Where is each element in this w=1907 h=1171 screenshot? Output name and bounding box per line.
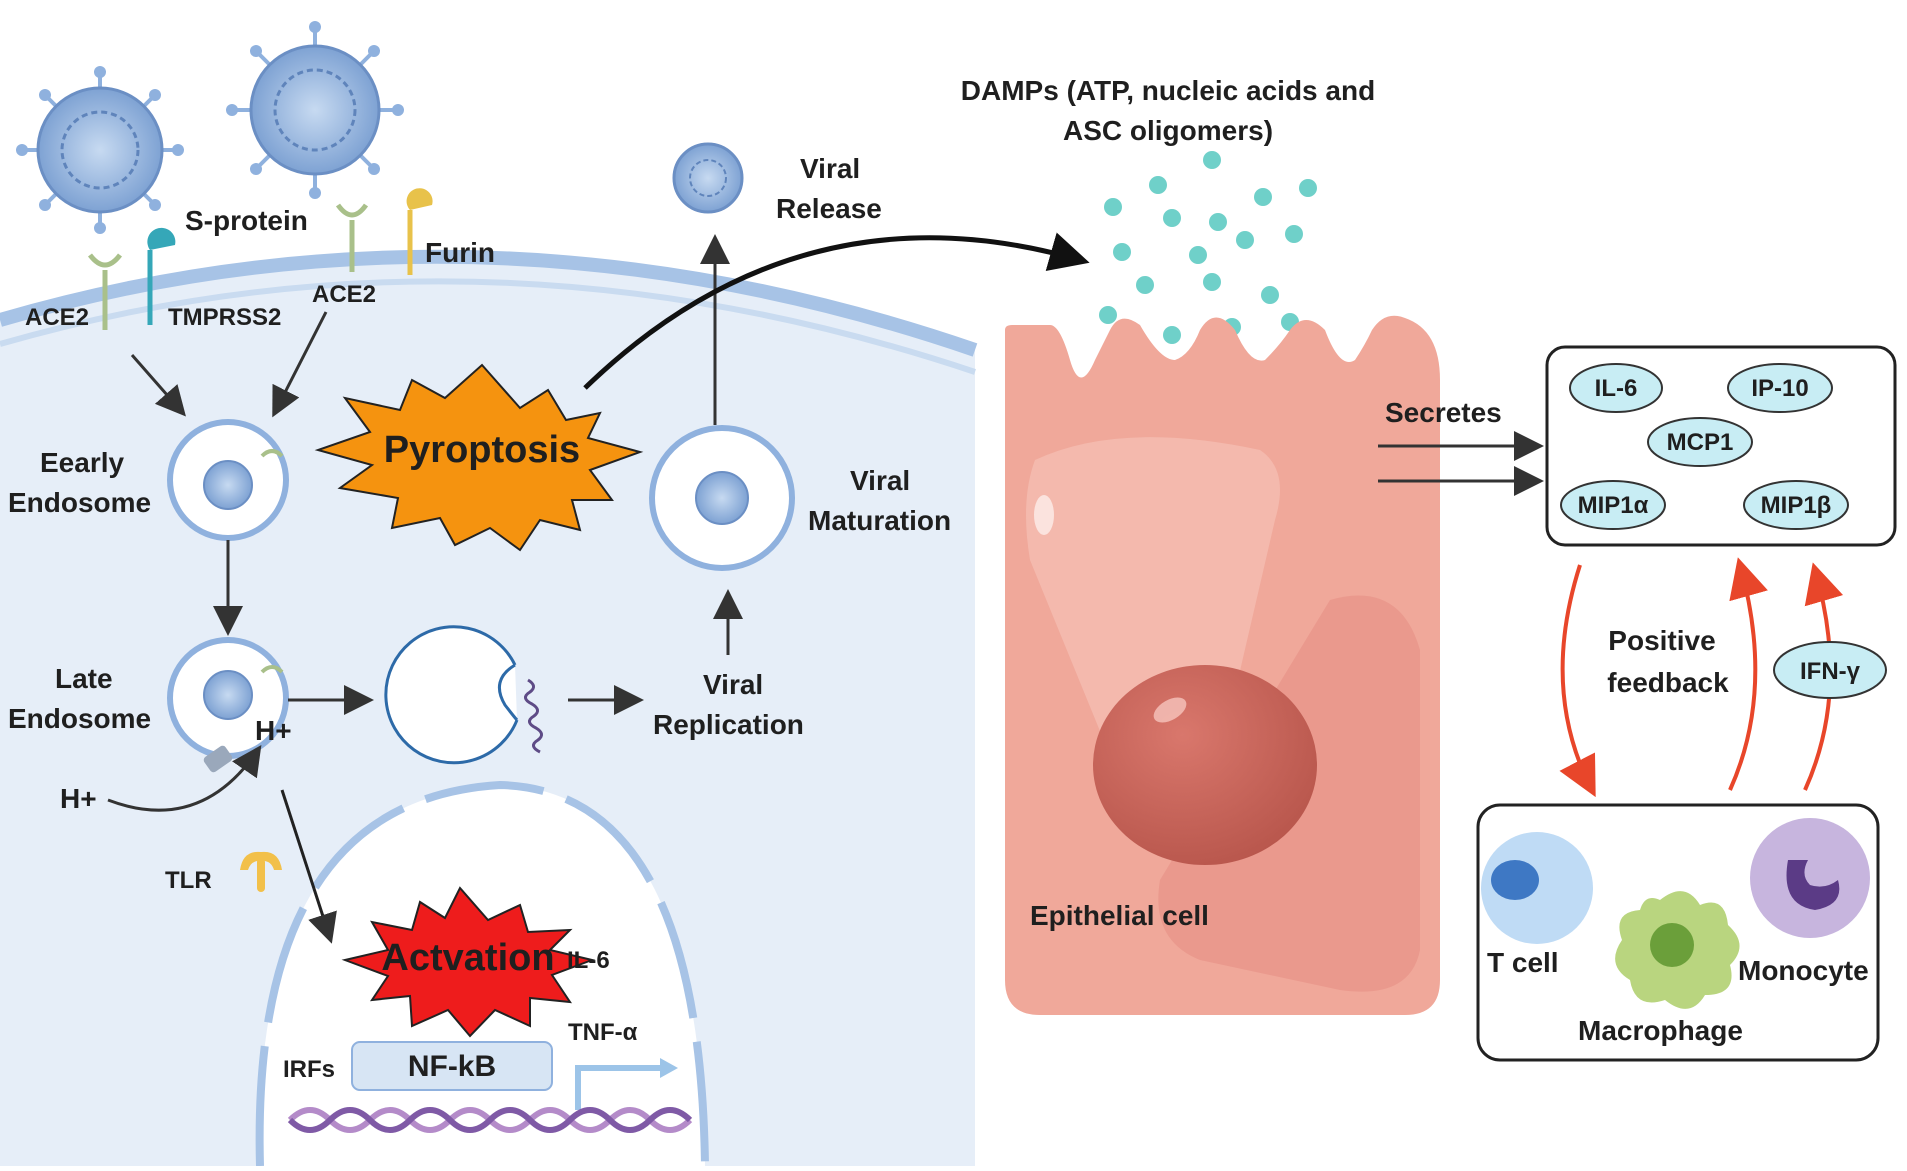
s-protein-label: S-protein [185, 205, 308, 236]
h-plus-outside-label: H+ [60, 783, 97, 814]
late-endosome-label-line1: Late [55, 663, 113, 694]
epithelial-cell-label: Epithelial cell [1030, 900, 1209, 931]
virus-particle-left [16, 66, 184, 234]
cytokine-mip1a: MIP1α [1560, 480, 1666, 530]
proton-influx-arrow [107, 745, 262, 812]
tmprss2-receptor [147, 227, 176, 325]
damp-particles [1099, 151, 1317, 344]
maturation-vesicle [649, 425, 795, 571]
dna-helix [287, 1107, 693, 1133]
viral-release-label-line1: Viral [800, 153, 860, 184]
monocyte-label: Monocyte [1738, 955, 1869, 986]
t-cell [1481, 832, 1593, 944]
pyroptosis-label: Pyroptosis [384, 429, 580, 471]
entry-arrow-left [130, 354, 186, 417]
early-endosome [167, 419, 289, 541]
activation-label: Actvation [381, 937, 554, 979]
svg-text:MCP1: MCP1 [1667, 429, 1734, 456]
macrophage [1615, 891, 1740, 1009]
feedback-arrow-up-1 [1728, 557, 1768, 791]
cytokine-il6: IL-6 [1569, 363, 1663, 413]
t-cell-label: T cell [1487, 947, 1559, 978]
ace2-receptor-left [88, 253, 122, 330]
nfkb-box [351, 1041, 553, 1091]
viral-maturation-label-line1: Viral [850, 465, 910, 496]
transcription-arrow-head [660, 1058, 678, 1078]
svg-text:MIP1α: MIP1α [1578, 492, 1649, 519]
viral-replication-label-line1: Viral [703, 669, 763, 700]
released-virion [672, 142, 744, 214]
ace2-left-label: ACE2 [25, 304, 89, 331]
entry-arrow-right [272, 311, 328, 418]
early-endosome-label-line2: Endosome [8, 487, 151, 518]
cytokine-ip10: IP-10 [1727, 363, 1833, 413]
late-endosome [167, 637, 289, 773]
late-endosome-label-line2: Endosome [8, 703, 151, 734]
pyroptosis-to-damps-arrow [583, 232, 1090, 390]
virus-particle-right [226, 21, 404, 199]
ace2-receptor-right [335, 203, 369, 272]
positive-feedback-label-line2: feedback [1607, 667, 1729, 698]
feedback-arrow-down [1559, 564, 1596, 798]
svg-text:IP-10: IP-10 [1751, 375, 1808, 402]
uncoating-vesicle [384, 625, 543, 765]
positive-feedback-label-line1: Positive [1608, 625, 1715, 656]
tlr-activation-arrow [280, 789, 337, 944]
ace2-right-label: ACE2 [312, 281, 376, 308]
tlr-label: TLR [165, 867, 212, 894]
damps-label-line1: DAMPs (ATP, nucleic acids and [961, 75, 1375, 106]
tlr-receptor [240, 851, 282, 892]
viral-release-label-line2: Release [776, 193, 882, 224]
viral-rna [524, 678, 543, 754]
activation-burst [341, 886, 596, 1038]
nucleus-tnfa-label: TNF-α [568, 1019, 638, 1046]
cytokine-mip1b: MIP1β [1743, 480, 1849, 530]
transcription-arrow [575, 1065, 660, 1110]
damps-label-line2: ASC oligomers) [1063, 115, 1273, 146]
svg-text:MIP1β: MIP1β [1761, 492, 1832, 519]
cytokine-mcp1: MCP1 [1647, 417, 1753, 467]
viral-replication-label-line2: Replication [653, 709, 804, 740]
svg-text:IFN-γ: IFN-γ [1800, 658, 1861, 685]
tmprss2-label: TMPRSS2 [168, 304, 281, 331]
h-plus-inside-label: H+ [255, 715, 292, 746]
pyroptosis-burst [314, 363, 644, 552]
svg-text:IL-6: IL-6 [1595, 375, 1638, 402]
irfs-label: IRFs [283, 1056, 335, 1083]
ifn-gamma-badge: IFN-γ [1773, 641, 1887, 699]
viral-maturation-label-line2: Maturation [808, 505, 951, 536]
furin-label: Furin [425, 237, 495, 268]
macrophage-label: Macrophage [1578, 1015, 1743, 1046]
epithelial-nucleus [1093, 665, 1317, 865]
early-endosome-label-line1: Eearly [40, 447, 124, 478]
monocyte [1750, 818, 1870, 938]
secretes-label: Secretes [1385, 397, 1502, 428]
nucleus-il6-label: IL-6 [567, 947, 610, 974]
furin-receptor [406, 188, 433, 275]
nfkb-label: NF-kB [408, 1050, 496, 1083]
